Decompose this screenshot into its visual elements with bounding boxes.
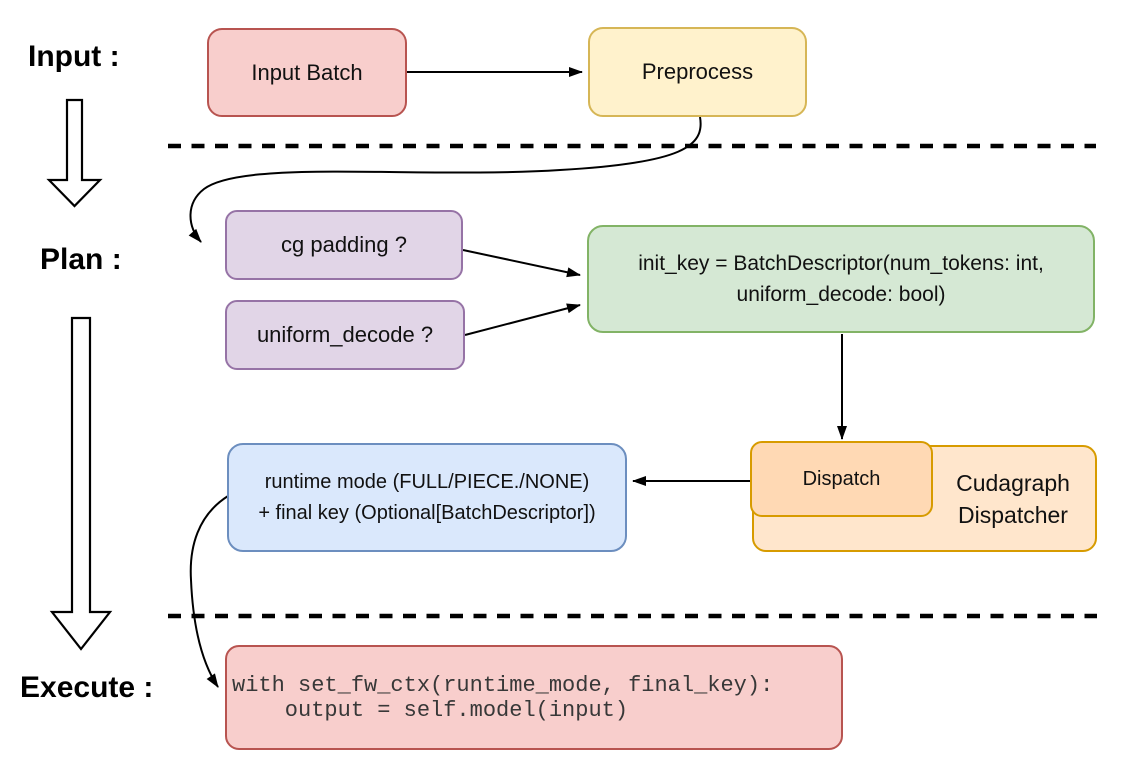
node-input-batch-label: Input Batch [251,59,363,85]
connector-preprocess-to-cgpadding [188,116,702,243]
node-preprocess: Preprocess [588,27,807,117]
hollow-arrow-plan-to-execute [49,316,113,651]
node-uniform-decode: uniform_decode ? [225,300,465,370]
node-dispatch-label: Dispatch [802,467,881,490]
node-execute-code: with set_fw_ctx(runtime_mode, final_key)… [225,645,843,750]
node-cg-padding-label: cg padding ? [281,232,407,257]
node-init-key-line2: uniform_decode: bool) [736,283,946,306]
connector-uniformdecode-to-initkey [464,303,581,336]
node-runtime-mode-line1: runtime mode (FULL/PIECE./NONE) [264,470,590,493]
node-preprocess-label: Preprocess [641,59,754,84]
node-init-key: init_key = BatchDescriptor(num_tokens: i… [587,225,1095,333]
phase-label-plan: Plan : [40,243,122,276]
node-cudagraph-dispatcher-line1: Cudagraph [956,469,1070,496]
node-cudagraph-dispatcher-line2: Dispatcher [958,501,1068,528]
node-runtime-mode-line2: + final key (Optional[BatchDescriptor]) [258,501,596,524]
phase-label-input: Input : [28,40,120,73]
connector-runtime-to-execute [189,495,229,688]
node-execute-code-line2: output = self.model(input) [232,697,629,723]
node-runtime-mode: runtime mode (FULL/PIECE./NONE) + final … [227,443,627,552]
node-input-batch: Input Batch [207,28,407,117]
node-cg-padding: cg padding ? [225,210,463,280]
connector-cgpadding-to-initkey [462,249,581,278]
node-cudagraph-dispatcher-label: Cudagraph Dispatcher [931,467,1095,531]
node-uniform-decode-label: uniform_decode ? [256,322,434,347]
node-dispatch: Dispatch [750,441,933,517]
phase-label-execute: Execute : [20,671,154,704]
hollow-arrow-input-to-plan [46,98,103,208]
node-execute-code-line1: with set_fw_ctx(runtime_mode, final_key)… [232,672,774,698]
node-init-key-line1: init_key = BatchDescriptor(num_tokens: i… [638,252,1044,275]
